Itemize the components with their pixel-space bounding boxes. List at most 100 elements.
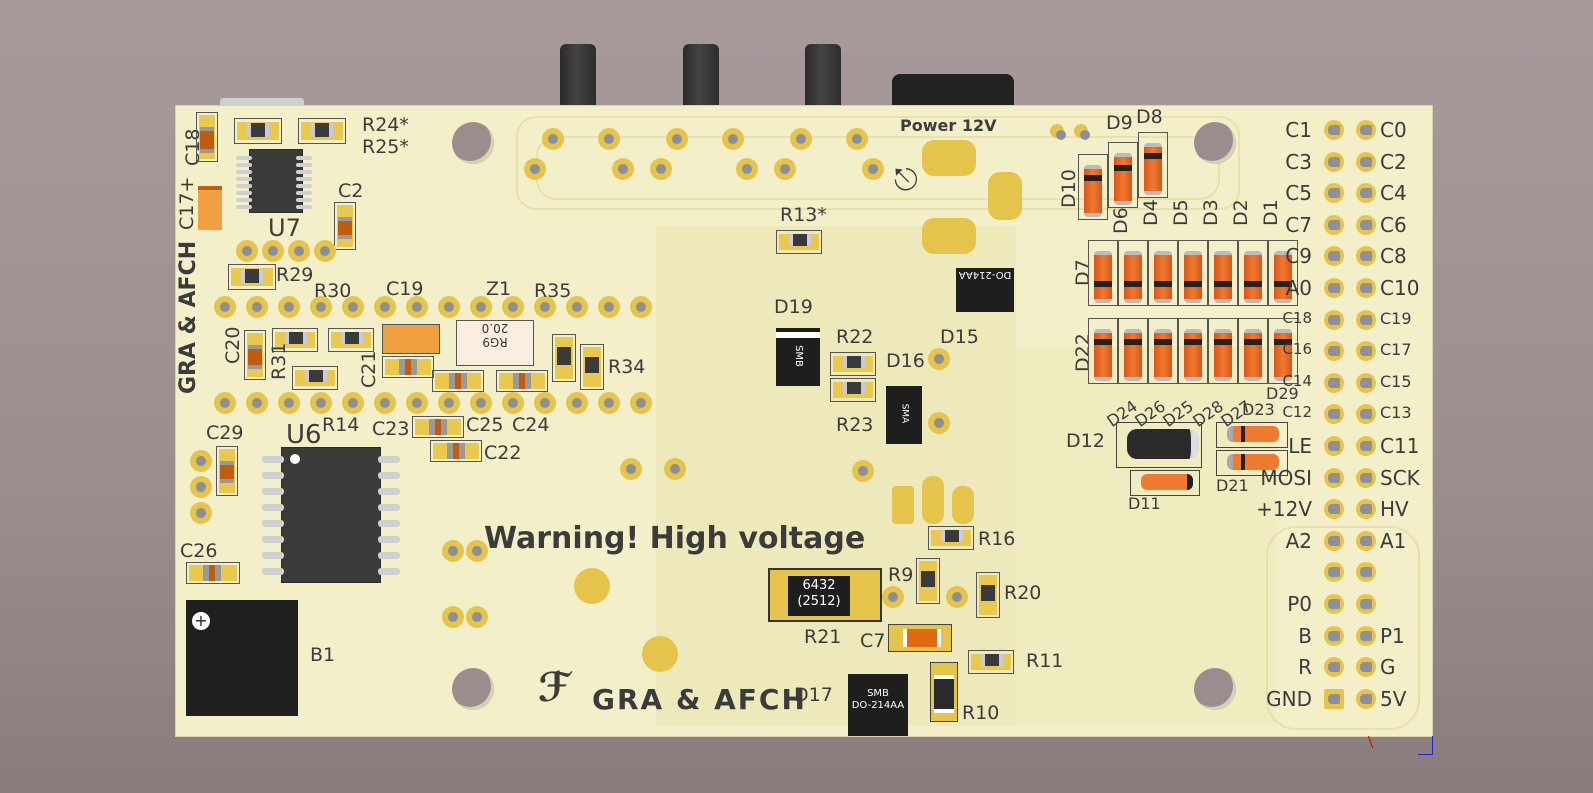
label-r21: R21 <box>804 626 842 648</box>
pad <box>342 392 364 414</box>
header-pin <box>1356 625 1376 646</box>
header-pin <box>1324 372 1344 393</box>
trace <box>516 116 1240 210</box>
ic-pin <box>296 177 312 181</box>
large-pad <box>642 636 678 672</box>
warning-text: Warning! High voltage <box>484 521 866 556</box>
pad <box>664 458 686 480</box>
label-c17: C17+ <box>176 176 198 230</box>
header-label-right: C4 <box>1380 181 1407 206</box>
ic-pin <box>296 170 312 174</box>
header-pin <box>1356 246 1376 267</box>
pad <box>502 392 524 414</box>
header-label-right: P1 <box>1380 623 1405 648</box>
header-pin <box>1356 657 1376 678</box>
header-label-left: A2 <box>1285 528 1312 553</box>
axis-x-icon <box>1367 736 1384 748</box>
d15-pkg: DO-214AA <box>958 269 1012 280</box>
pad <box>438 296 460 318</box>
ic-pin <box>262 472 284 479</box>
label-u7: U7 <box>268 214 301 242</box>
header-label-left: C18 <box>1282 308 1312 327</box>
brand-text: GRA & AFCH <box>592 683 807 716</box>
pad <box>406 392 428 414</box>
pad <box>406 296 428 318</box>
pad <box>310 296 332 318</box>
header-pin <box>1356 278 1376 298</box>
pad <box>534 392 556 414</box>
capacitor-c24 <box>496 370 548 392</box>
pad <box>790 128 812 150</box>
label-c19: C19 <box>386 278 424 300</box>
header-pin <box>1324 436 1344 456</box>
ic-pin <box>236 163 252 167</box>
d16-pkg: SMA <box>899 403 910 424</box>
label-r16: R16 <box>978 528 1016 550</box>
header-label-left: R <box>1298 655 1312 680</box>
label-c7: C7 <box>860 630 886 652</box>
pad <box>862 158 884 180</box>
pad <box>846 128 868 150</box>
header-label-left: C9 <box>1285 244 1312 269</box>
pad <box>310 392 332 414</box>
header-label-right: C11 <box>1380 434 1420 458</box>
ic-pin <box>262 488 284 495</box>
pad <box>374 296 396 318</box>
ic-pin <box>262 536 284 543</box>
pin1-marker <box>290 454 300 464</box>
resistor-r16 <box>928 526 974 550</box>
header-pin <box>1356 120 1376 140</box>
diode-d12 <box>1116 422 1202 468</box>
pad <box>288 240 310 262</box>
ic-pin <box>262 456 284 463</box>
ic-pin <box>296 205 312 209</box>
trace <box>1266 526 1420 730</box>
header-pin <box>1356 436 1376 456</box>
ic-pin <box>296 198 312 202</box>
header-label-left: A0 <box>1285 276 1312 300</box>
header-label-left: C7 <box>1285 212 1312 237</box>
capacitor-c25 <box>432 370 484 392</box>
ic-pin <box>236 170 252 174</box>
ic-pin <box>236 191 252 195</box>
diode-d7 <box>1088 240 1118 306</box>
pad <box>542 128 564 150</box>
header-pin <box>1356 594 1376 614</box>
button-knob-2 <box>683 44 719 114</box>
label-d10: D10 <box>1058 169 1080 208</box>
header-pin <box>1324 341 1344 362</box>
ic-pin <box>236 205 252 209</box>
diode-d15: DO-214AA <box>956 268 1014 312</box>
label-d11: D11 <box>1128 494 1161 513</box>
header-pin <box>1356 372 1376 393</box>
pad <box>214 296 236 318</box>
capacitor-c18 <box>196 112 218 162</box>
label-c29: C29 <box>206 422 244 444</box>
d19-pkg: SMB <box>793 345 804 367</box>
ic-pin <box>296 191 312 195</box>
r21-mark: 6432 <box>802 578 836 593</box>
pad <box>438 392 460 414</box>
pad <box>620 458 642 480</box>
header-label-right: C15 <box>1380 371 1412 391</box>
pad <box>374 392 396 414</box>
label-d4: D4 <box>1140 199 1162 226</box>
ic-pin <box>378 536 400 543</box>
capacitor-c20 <box>244 330 266 380</box>
header-label-left: C14 <box>1282 371 1312 390</box>
capacitor-c2 <box>334 202 356 250</box>
ic-pin <box>378 520 400 527</box>
header-label-right: C6 <box>1380 212 1407 237</box>
label-d6: D6 <box>1110 207 1132 234</box>
ic-pin <box>296 163 312 167</box>
z1-mark2: 20.0 <box>481 321 509 335</box>
pcb-board: C18 C17+ R24* R25* U7 C2 GRA & AFCH R29 <box>176 106 1432 736</box>
label-c25: C25 <box>466 414 504 436</box>
resistor-r23 <box>830 378 876 402</box>
label-d3: D3 <box>1200 199 1222 226</box>
header-label-right: 5V <box>1380 686 1407 711</box>
pad <box>566 296 588 318</box>
ic-pin <box>378 472 400 479</box>
ic-pin <box>262 552 284 559</box>
